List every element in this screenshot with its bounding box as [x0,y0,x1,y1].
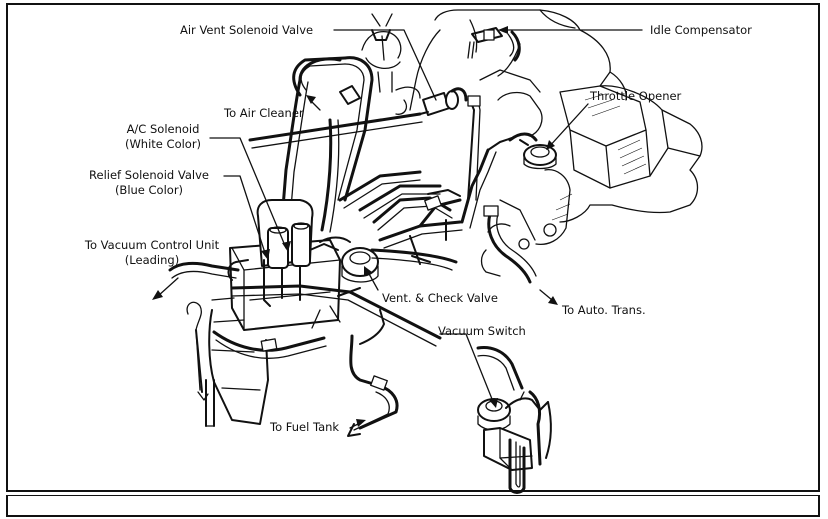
label-air-vent-solenoid-valve: Air Vent Solenoid Valve [180,23,314,37]
throttle-opener-part [519,139,557,170]
diagram-frame [6,3,820,492]
central-hose-harness [338,132,538,271]
label-to-air-cleaner: To Air Cleaner [224,106,304,120]
auto-trans-hose [483,205,537,284]
vacuum-switch-part [476,346,552,494]
label-idle-compensator: Idle Compensator [650,23,752,37]
label-ac-solenoid-color: (White Color) [124,137,202,151]
leader-lines [152,26,643,429]
label-relief-solenoid-color: (Blue Color) [114,183,184,197]
air-vent-solenoid-part [248,87,481,201]
upper-left-hose-loop [280,57,342,233]
solenoid-bracket [211,199,351,331]
label-vent-check-valve: Vent. & Check Valve [382,291,498,305]
fuel-tank-line [311,305,399,437]
label-vacuum-switch: Vacuum Switch [438,324,526,338]
label-to-fuel-tank: To Fuel Tank [270,420,340,434]
label-ac-solenoid: A/C Solenoid [126,122,200,136]
label-to-vacuum-control-unit-sub: (Leading) [124,253,180,267]
engine-block-outline [409,9,703,277]
vent-check-valve-part [309,243,379,283]
air-cleaner-hoses [292,13,421,202]
caption-strip [6,495,820,517]
label-throttle-opener: Throttle Opener [590,89,682,103]
label-relief-solenoid-valve: Relief Solenoid Valve [89,168,209,182]
lower-left-housing [186,301,385,427]
vacuum-control-line [168,261,442,347]
label-to-vacuum-control-unit: To Vacuum Control Unit [84,238,220,252]
label-to-auto-trans: To Auto. Trans. [562,303,646,317]
idle-compensator-part [467,27,521,62]
